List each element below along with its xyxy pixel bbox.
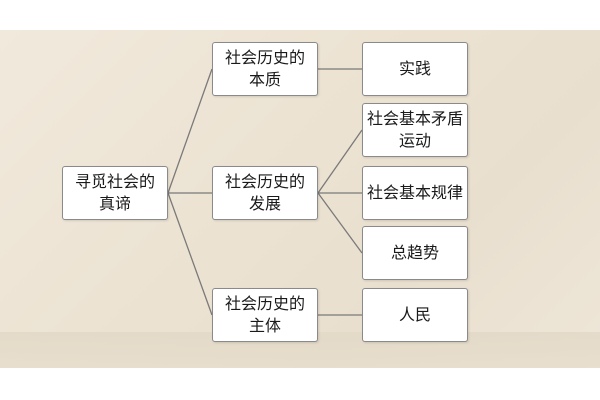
leaf-node-general-trend: 总趋势 <box>362 226 468 280</box>
leaf-node-basic-law: 社会基本规律 <box>362 166 468 220</box>
leaf-node-practice: 实践 <box>362 42 468 96</box>
connector-root-branch-1 <box>167 68 213 194</box>
root-node: 寻觅社会的 真谛 <box>62 166 168 220</box>
branch-node-subject: 社会历史的 主体 <box>212 288 318 342</box>
branch-node-development: 社会历史的 发展 <box>212 166 318 220</box>
leaf-node-basic-contradiction: 社会基本矛盾 运动 <box>362 103 468 157</box>
branch-node-essence: 社会历史的 本质 <box>212 42 318 96</box>
connector-branch-2-child-3 <box>317 192 363 254</box>
connector-root-branch-3 <box>167 192 213 316</box>
leaf-node-people: 人民 <box>362 288 468 342</box>
connector-branch-2-child-1 <box>317 129 363 194</box>
